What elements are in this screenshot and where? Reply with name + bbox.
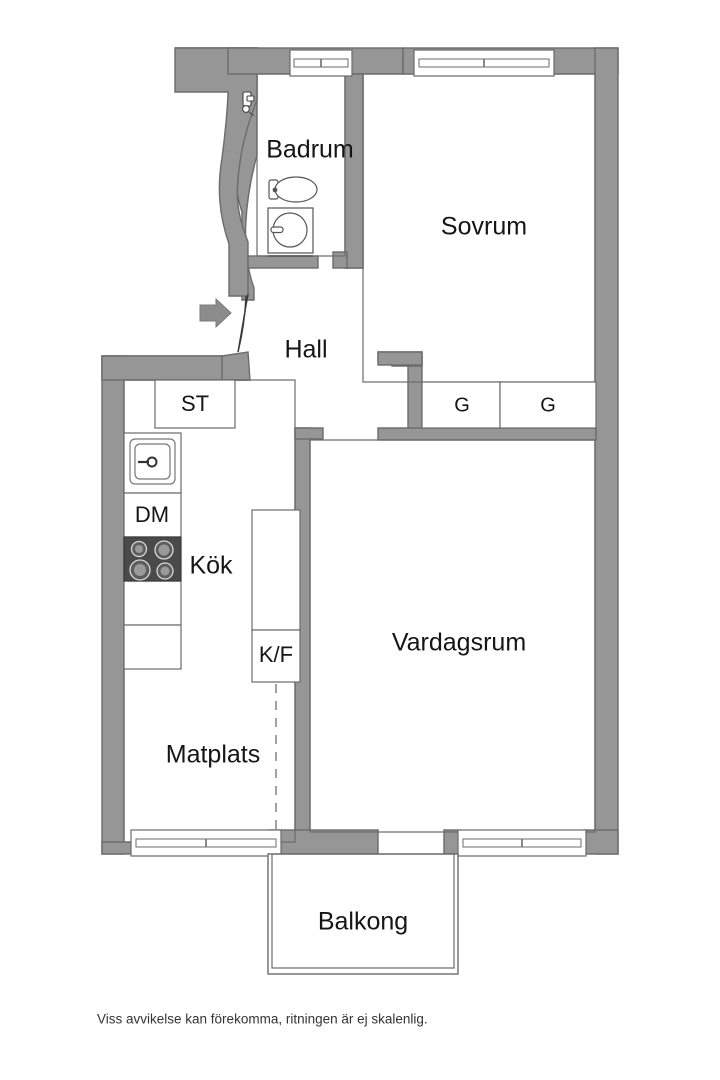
- shower-mixer-icon: [242, 91, 255, 117]
- kf-upper-box: [251, 509, 301, 631]
- balcony: [267, 853, 459, 975]
- fixture-label-closet-g-2: G: [540, 394, 556, 416]
- wall-right-outer: [594, 47, 619, 855]
- kitchen-sink-icon: [129, 438, 176, 485]
- wall-entry-angle: [174, 47, 258, 297]
- wash-basin-icon: [267, 207, 314, 257]
- wall-badrum-right-main: [344, 73, 364, 269]
- closet-g-1-box: [421, 381, 501, 429]
- toilet-icon: [268, 176, 318, 203]
- room-label-kok: Kök: [189, 552, 233, 580]
- wall-hall-vertical-cap: [294, 427, 324, 440]
- room-label-balkong: Balkong: [318, 908, 408, 936]
- fixture-label-dishwasher: DM: [135, 502, 169, 527]
- fixture-label-st: ST: [181, 391, 209, 416]
- wall-bottom-left: [101, 841, 133, 855]
- kitchen-cabinetry: [123, 379, 301, 683]
- room-label-matplats: Matplats: [166, 741, 260, 769]
- wall-g-bottom: [377, 427, 597, 441]
- outline-vardagsrum: [309, 439, 596, 833]
- wall-hall-angled-stub: [221, 351, 251, 381]
- wall-g-left-vertical: [407, 355, 423, 439]
- room-label-sovrum: Sovrum: [441, 213, 527, 241]
- entrance-arrow: [199, 297, 232, 329]
- plan-caption: Viss avvikelse kan förekomma, ritningen …: [97, 1012, 428, 1027]
- kf-box: [251, 629, 301, 683]
- wall-bottom-right: [583, 829, 619, 855]
- window-badrum-top: [289, 49, 353, 77]
- wall-g-top-bar: [377, 351, 423, 366]
- wall-left-outer: [101, 355, 125, 855]
- room-label-hall: Hall: [284, 336, 327, 364]
- window-vardagsrum-bottom: [457, 829, 587, 857]
- st-closet-box: [154, 379, 236, 429]
- window-group: [130, 49, 587, 857]
- fixture-label-fridge-freezer: K/F: [259, 642, 293, 667]
- entry-door: [237, 293, 249, 353]
- wardrobe-group: [421, 381, 597, 429]
- cooktop-icon: [123, 536, 182, 582]
- bathroom-fixtures: [242, 91, 318, 257]
- window-sovrum-top: [413, 49, 555, 77]
- fixture-label-closet-g-1: G: [454, 394, 470, 416]
- room-label-badrum: Badrum: [266, 136, 354, 164]
- window-matplats-bottom: [130, 829, 282, 857]
- counter-blank-2: [123, 624, 182, 670]
- counter-blank-1: [123, 580, 182, 626]
- wall-badrum-bottom: [247, 255, 319, 269]
- room-label-vardagsrum: Vardagsrum: [392, 629, 526, 657]
- closet-g-2-box: [499, 381, 597, 429]
